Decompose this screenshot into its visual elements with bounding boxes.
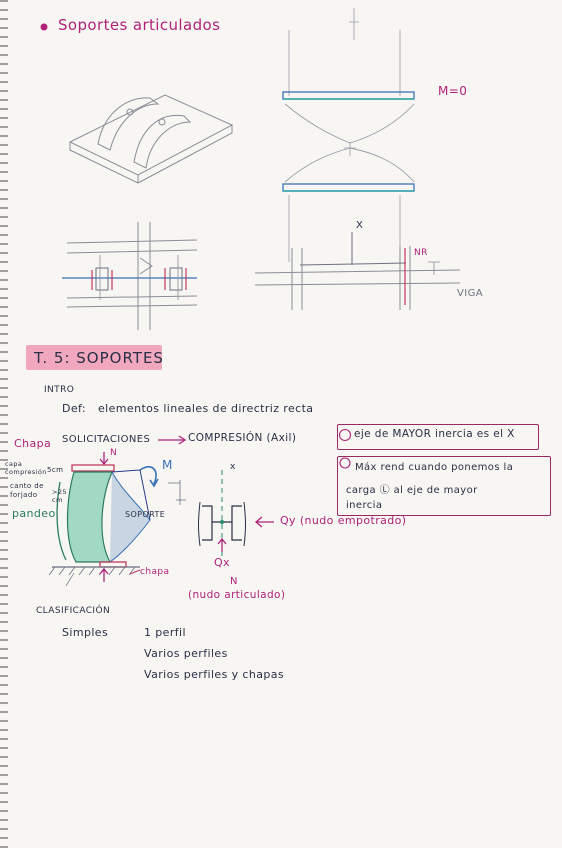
compresion-label: COMPRESIÓN (Axil) — [188, 432, 297, 444]
notebook-spiral-binding — [0, 0, 8, 848]
viga-label: VIGA — [457, 288, 483, 299]
qy-label: Qy (nudo empotrado) — [280, 514, 407, 527]
moment-diagram — [282, 8, 415, 262]
bullet-dot — [40, 23, 48, 31]
clasificacion-item-2: Varios perfiles — [144, 647, 228, 660]
definition-text: elementos lineales de directriz recta — [98, 402, 314, 415]
note-mark-icon — [338, 428, 352, 442]
canto-forjado-label: canto de forjado — [10, 482, 44, 499]
note-mark-icon — [339, 457, 351, 469]
beam-column-sketch — [254, 232, 461, 310]
clasificacion-item-3: Varios perfiles y chapas — [144, 668, 285, 681]
section-title: T. 5: SOPORTES — [34, 349, 164, 367]
connection-detail-sketch — [62, 222, 198, 330]
simples-label: Simples — [62, 626, 109, 639]
definition-label: Def: — [62, 402, 87, 415]
moment-zero-label: M=0 — [438, 84, 468, 98]
x-small-label: x — [230, 462, 236, 472]
note-rendimiento-line1: Máx rend cuando ponemos la — [355, 462, 514, 473]
x-axis-label: X — [356, 220, 364, 231]
articulated-support-sketch — [68, 94, 234, 184]
intro-label: INTRO — [44, 385, 75, 395]
n-bottom-label: N — [230, 576, 238, 587]
heading-soportes-articulados: Soportes articulados — [58, 16, 221, 34]
n-top-label: N — [110, 448, 118, 458]
solicitaciones-label: SOLICITACIONES — [62, 434, 151, 445]
column-buckling-sketch — [48, 452, 186, 582]
clasificacion-title: CLASIFICACIÓN — [36, 606, 111, 616]
note-inertia-text: eje de MAYOR inercia es el X — [354, 428, 515, 440]
five-cm-label: 5cm — [47, 466, 64, 474]
arrow-icon — [158, 435, 187, 445]
nudo-articulado-label: (nudo articulado) — [188, 589, 286, 601]
section-title-highlight — [26, 345, 162, 370]
note-rendimiento-line2: carga Ⓛ al eje de mayor — [346, 485, 478, 496]
qx-label: Qx — [214, 556, 230, 569]
clasificacion-item-1: 1 perfil — [144, 626, 186, 639]
chapa-top-label: Chapa — [14, 437, 52, 450]
min-25cm-label: >25 cm — [52, 488, 67, 504]
nr-label: NR — [414, 248, 428, 258]
soporte-label: SOPORTE — [125, 510, 166, 519]
chapa-bottom-label: chapa — [140, 567, 170, 577]
pandeo-label: pandeo — [12, 507, 56, 520]
note-box-inertia — [337, 424, 539, 450]
note-box-rendimiento — [337, 456, 551, 516]
note-rendimiento-line3: inercia — [346, 500, 383, 511]
capa-compresion-label: capa compresión — [5, 460, 47, 476]
m-label: M — [162, 458, 173, 472]
i-section-sketch — [198, 470, 274, 560]
